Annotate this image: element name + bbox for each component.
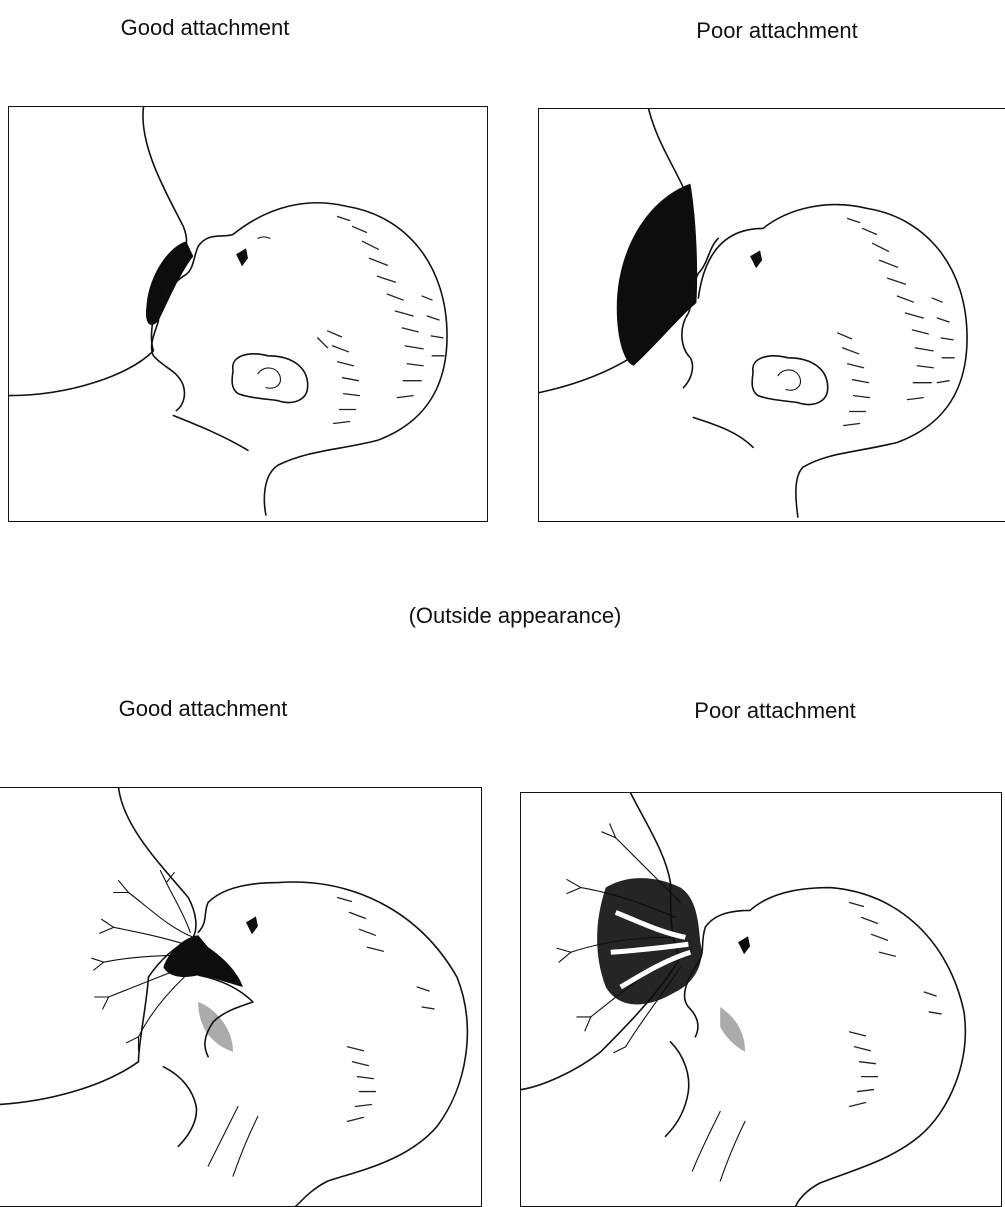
panel-good-attachment-inside xyxy=(0,787,482,1207)
baby-breastfeeding-illustration xyxy=(9,107,487,521)
caption-poor-attachment-inside: Poor attachment xyxy=(650,698,900,724)
breast-cross-section-illustration xyxy=(521,793,1001,1206)
panel-poor-attachment-inside xyxy=(520,792,1002,1207)
caption-good-attachment-outside: Good attachment xyxy=(80,15,330,41)
panel-good-attachment-outside xyxy=(8,106,488,522)
panel-poor-attachment-outside xyxy=(538,108,1005,522)
caption-poor-attachment-outside: Poor attachment xyxy=(652,18,902,44)
caption-good-attachment-inside: Good attachment xyxy=(78,696,328,722)
baby-breastfeeding-illustration xyxy=(539,109,1005,521)
caption-outside-appearance: (Outside appearance) xyxy=(300,603,730,629)
breast-cross-section-illustration xyxy=(0,788,481,1206)
